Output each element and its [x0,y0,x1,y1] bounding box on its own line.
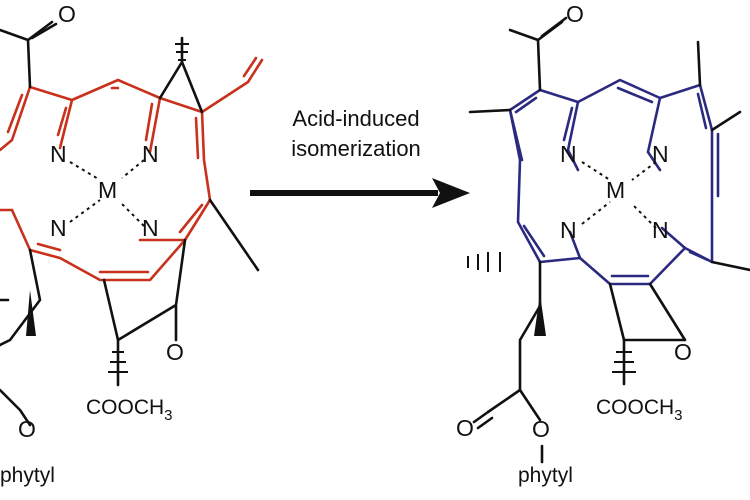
reactant-hashed-wedges [108,43,189,373]
reactant-n-bottom-right: N [142,215,159,241]
reactant-ester-label: COOCH3 [86,396,173,424]
product-n-top-left: N [560,141,577,167]
product-n-bottom-left: N [560,217,577,243]
product-coordination-bonds [581,161,657,229]
product-ether-o: O [532,416,550,442]
product-ester-label: COOCH3 [596,396,683,424]
product-metal: M [606,177,625,203]
product-ester-text: COOCH [596,396,674,419]
reactant-phytyl-label: phytyl [0,464,55,487]
arrow-label-line2: isomerization [291,136,421,161]
reaction-arrow-group: Acid-induced isomerization [250,106,470,208]
product-structure: O N N M N N O O O COOCH3 phytyl [456,1,750,487]
reactant-n-top-left: N [50,141,67,167]
reactant-ester-subscript: 3 [164,407,172,424]
product-hashed-wedges [467,252,636,373]
reactant-coordination-bonds [69,159,145,227]
product-phytyl-label: phytyl [518,464,573,487]
product-n-bottom-right: N [652,217,669,243]
reactant-skeleton [0,20,260,387]
reactant-ester-text: COOCH [86,396,164,419]
product-conjugated-ring [508,78,720,286]
reactant-carbonyl-o-top: O [58,1,76,27]
arrow-label-line1: Acid-induced [292,106,419,131]
product-ester-carbonyl-o: O [456,415,474,441]
product-n-top-right: N [652,141,669,167]
product-ketone-o: O [674,339,692,365]
reactant-metal: M [98,177,117,203]
reactant-ether-o: O [18,416,36,442]
product-ester-subscript: 3 [674,407,682,424]
product-carbonyl-o-top: O [566,1,584,27]
reaction-arrow-head [432,178,470,208]
reactant-solid-wedge [26,290,36,336]
reactant-conjugated-ring [0,56,264,282]
product-solid-wedge [534,294,546,336]
reactant-structure: O N N M N N O O COOCH3 phytyl [0,1,264,487]
reactant-n-bottom-left: N [50,215,67,241]
reactant-ketone-o: O [166,339,184,365]
reactant-n-top-right: N [142,141,159,167]
product-skeleton [468,16,750,422]
